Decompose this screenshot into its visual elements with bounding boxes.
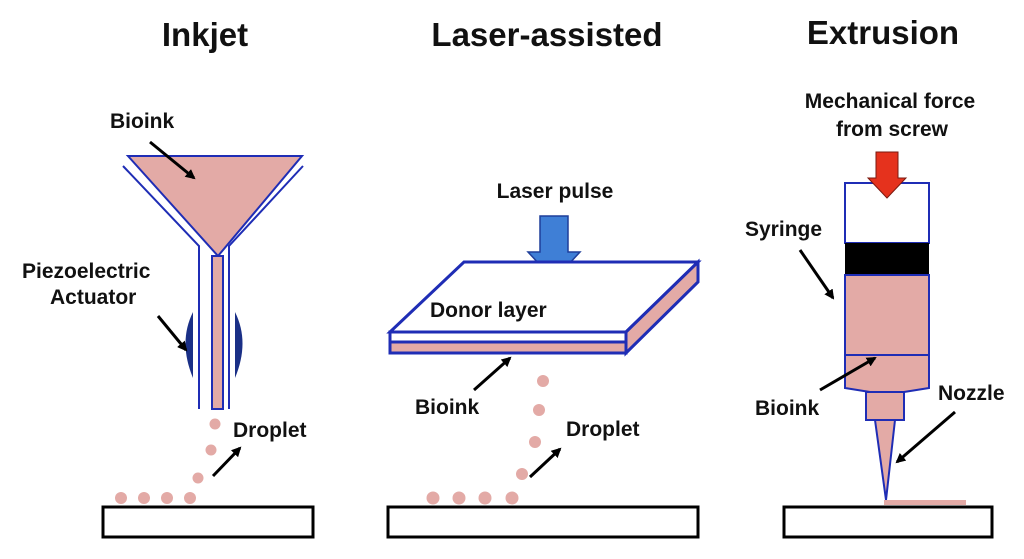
laser-droplet bbox=[452, 491, 466, 505]
laser-droplet-label: Droplet bbox=[566, 418, 640, 441]
inkjet-droplet bbox=[138, 492, 150, 504]
laser-bioink-layer bbox=[388, 340, 628, 355]
inkjet-capillary bbox=[211, 255, 224, 410]
laser-droplet bbox=[537, 375, 549, 387]
laser-bioink-arrow bbox=[473, 356, 512, 392]
deposited-bioink bbox=[884, 500, 966, 505]
extrusion-title: Extrusion bbox=[807, 14, 959, 51]
inkjet-right-wall bbox=[228, 165, 304, 409]
laser-substrate bbox=[386, 505, 700, 539]
inkjet-title: Inkjet bbox=[162, 16, 248, 53]
syringe-arrow bbox=[798, 249, 835, 300]
inkjet-droplet bbox=[192, 472, 204, 484]
laser-droplet bbox=[516, 468, 528, 480]
inkjet-droplet-arrow bbox=[211, 446, 242, 478]
inkjet-droplet bbox=[184, 492, 196, 504]
extrusion-panel: Extrusion Mechanical force from screw Sy… bbox=[745, 14, 1005, 539]
nozzle-arrow bbox=[895, 410, 956, 464]
laser-droplet bbox=[529, 436, 541, 448]
piezo-label-line2: Actuator bbox=[50, 286, 136, 309]
laser-droplet bbox=[505, 491, 519, 505]
laser-droplet-arrow bbox=[528, 447, 562, 479]
screw-force-arrow bbox=[866, 151, 908, 199]
syringe-plunger bbox=[845, 243, 929, 275]
force-label-line2: from screw bbox=[836, 118, 949, 141]
syringe-taper bbox=[844, 354, 930, 393]
syringe-hub bbox=[865, 391, 905, 421]
nozzle-label: Nozzle bbox=[938, 382, 1005, 405]
laser-pulse-label: Laser pulse bbox=[497, 180, 614, 203]
laser-droplet bbox=[478, 491, 492, 505]
inkjet-droplet bbox=[205, 444, 217, 456]
syringe-bioink bbox=[844, 274, 930, 356]
inkjet-droplet bbox=[161, 492, 173, 504]
inkjet-droplet bbox=[115, 492, 127, 504]
inkjet-panel: Inkjet Bioink Piezoelectric Actuator Dro… bbox=[22, 16, 315, 539]
piezo-actuator-right bbox=[235, 312, 243, 378]
inkjet-droplets bbox=[115, 418, 221, 504]
piezo-label-line1: Piezoelectric bbox=[22, 260, 151, 283]
inkjet-bioink-arrow bbox=[149, 140, 196, 180]
inkjet-droplet bbox=[209, 418, 221, 430]
inkjet-bioink-label: Bioink bbox=[110, 110, 174, 133]
extrusion-bioink-arrow bbox=[819, 356, 877, 392]
laser-droplet bbox=[533, 404, 545, 416]
piezo-actuator-left bbox=[185, 312, 193, 378]
donor-layer-label: Donor layer bbox=[430, 299, 547, 322]
extrusion-substrate bbox=[782, 505, 994, 539]
laser-droplets bbox=[426, 375, 549, 505]
inkjet-left-wall bbox=[122, 165, 200, 409]
nozzle bbox=[873, 419, 897, 501]
inkjet-substrate bbox=[101, 505, 315, 539]
laser-droplet bbox=[426, 491, 440, 505]
inkjet-bioink-reservoir bbox=[125, 155, 305, 258]
force-label-line1: Mechanical force bbox=[805, 90, 975, 113]
laser-panel: Laser-assisted Laser pulse Donor layer B… bbox=[386, 16, 702, 539]
extrusion-bioink-label: Bioink bbox=[755, 397, 819, 420]
inkjet-droplet-label: Droplet bbox=[233, 419, 307, 442]
piezo-arrow bbox=[156, 315, 188, 352]
syringe-label: Syringe bbox=[745, 218, 822, 241]
laser-bioink-label: Bioink bbox=[415, 396, 479, 419]
laser-title: Laser-assisted bbox=[431, 16, 662, 53]
